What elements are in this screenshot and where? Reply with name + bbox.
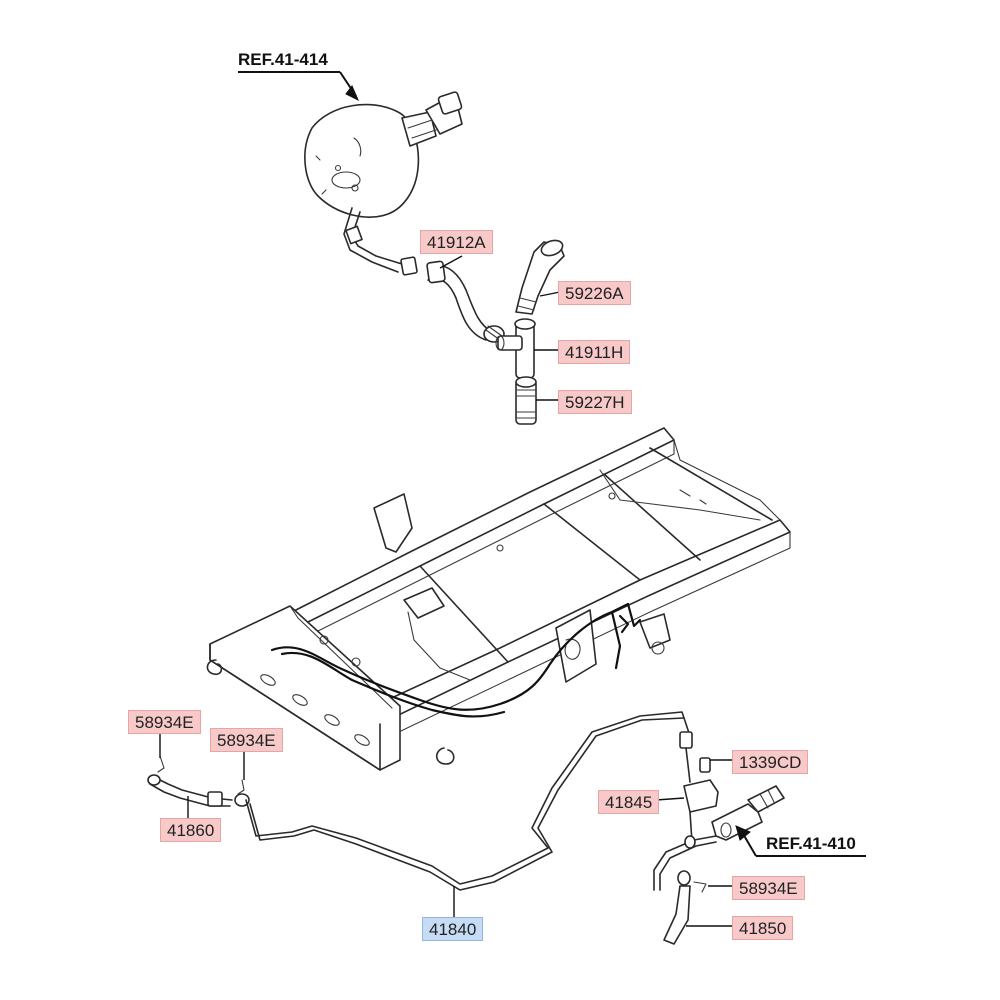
ref-label-bottom: REF.41-410 [766, 834, 856, 853]
brake-booster [304, 91, 463, 276]
part-label-41860[interactable]: 41860 [160, 818, 222, 842]
part-label-58934E-right[interactable]: 58934E [732, 876, 805, 900]
part-label-41912A[interactable]: 41912A [420, 230, 493, 254]
upper-hose [515, 239, 565, 315]
bracket-41845 [683, 747, 719, 843]
clutch-master-cylinder [653, 785, 785, 891]
leader-lines [159, 71, 866, 927]
tee-fitting [495, 318, 536, 379]
part-label-58934E-left[interactable]: 58934E [128, 710, 201, 734]
part-label-41850[interactable]: 41850 [732, 916, 794, 940]
part-label-1339CD[interactable]: 1339CD [732, 750, 809, 774]
part-label-58934E-mid[interactable]: 58934E [210, 728, 283, 752]
vacuum-hose [426, 260, 505, 343]
lower-hose [515, 376, 537, 425]
part-label-59226A[interactable]: 59226A [558, 281, 631, 305]
pipe-41840 [245, 711, 693, 891]
frame-brake-lines [270, 602, 642, 718]
hose-41850 [663, 870, 707, 945]
part-label-41840[interactable]: 41840 [422, 917, 484, 941]
part-label-41845[interactable]: 41845 [598, 790, 660, 814]
part-label-59227H[interactable]: 59227H [558, 390, 632, 414]
chassis-frame [206, 427, 791, 771]
part-label-41911H[interactable]: 41911H [558, 340, 631, 364]
ref-label-top: REF.41-414 [238, 50, 328, 69]
hose-41860 [147, 755, 250, 807]
